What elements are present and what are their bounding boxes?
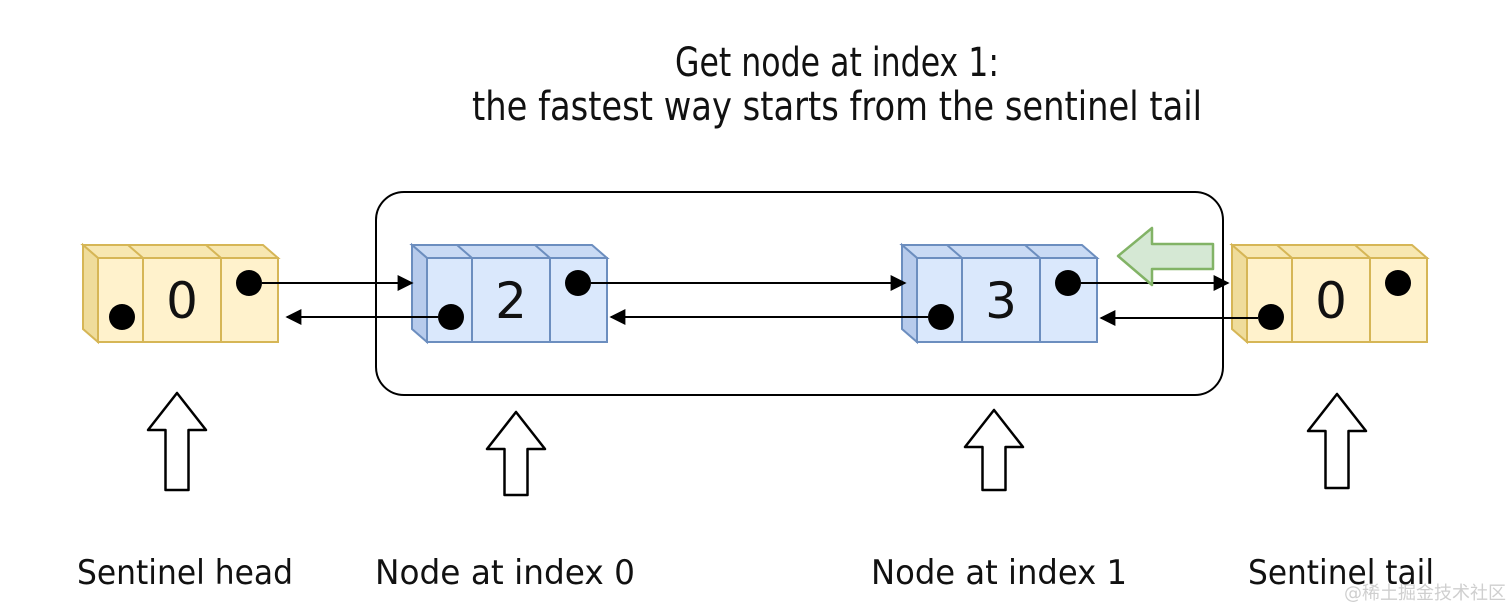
box-left-face [1231,242,1248,345]
traversal-direction-arrow-icon [1116,226,1215,287]
node-value: 3 [985,272,1017,330]
node-value: 0 [1315,272,1347,330]
sentinel-head-node: 0 [80,242,281,345]
cell-divider-top [1354,244,1371,259]
prev-pointer-dot [1258,304,1284,330]
cell-divider-top [205,244,222,259]
label-sentinel-head: Sentinel head [77,553,293,593]
pointer-up-arrow-icon [485,410,547,497]
watermark: @稀土掘金技术社区 [1344,583,1506,604]
next-pointer-dot [1055,270,1081,296]
pointer-up-arrow-icon [963,408,1025,492]
cell-divider-top [127,244,144,259]
cell-divider-top [1276,244,1293,259]
node-value: 0 [166,272,198,330]
next-pointer-dot [236,270,262,296]
focus-frame [375,191,1224,396]
cell-divider-top [946,244,963,259]
prev-pointer-dot [109,304,135,330]
diagram-title-line1: Get node at index 1: [675,40,999,86]
box-left-face [411,242,428,345]
cell-divider-top [1024,244,1041,259]
prev-pointer-dot [438,304,464,330]
node-index-0: 2 [409,242,610,345]
pointer-up-arrow-icon [146,391,208,492]
cell-divider-top [534,244,551,259]
box-top-face [409,244,610,259]
next-pointer-dot [1385,270,1411,296]
label-node-index-1: Node at index 1 [871,553,1127,593]
box-top-face [899,244,1100,259]
label-sentinel-tail: Sentinel tail [1248,553,1434,593]
box-left-face [82,242,99,345]
node-index-1: 3 [899,242,1100,345]
diagram-title-line2: the fastest way starts from the sentinel… [472,84,1202,130]
node-value: 2 [495,272,527,330]
box-top-face [1229,244,1430,259]
sentinel-tail-node: 0 [1229,242,1430,345]
label-node-index-0: Node at index 0 [375,553,635,593]
cell-divider-top [456,244,473,259]
prev-pointer-dot [928,304,954,330]
box-top-face [80,244,281,259]
pointer-up-arrow-icon [1306,392,1368,490]
next-pointer-dot [565,270,591,296]
box-left-face [901,242,918,345]
